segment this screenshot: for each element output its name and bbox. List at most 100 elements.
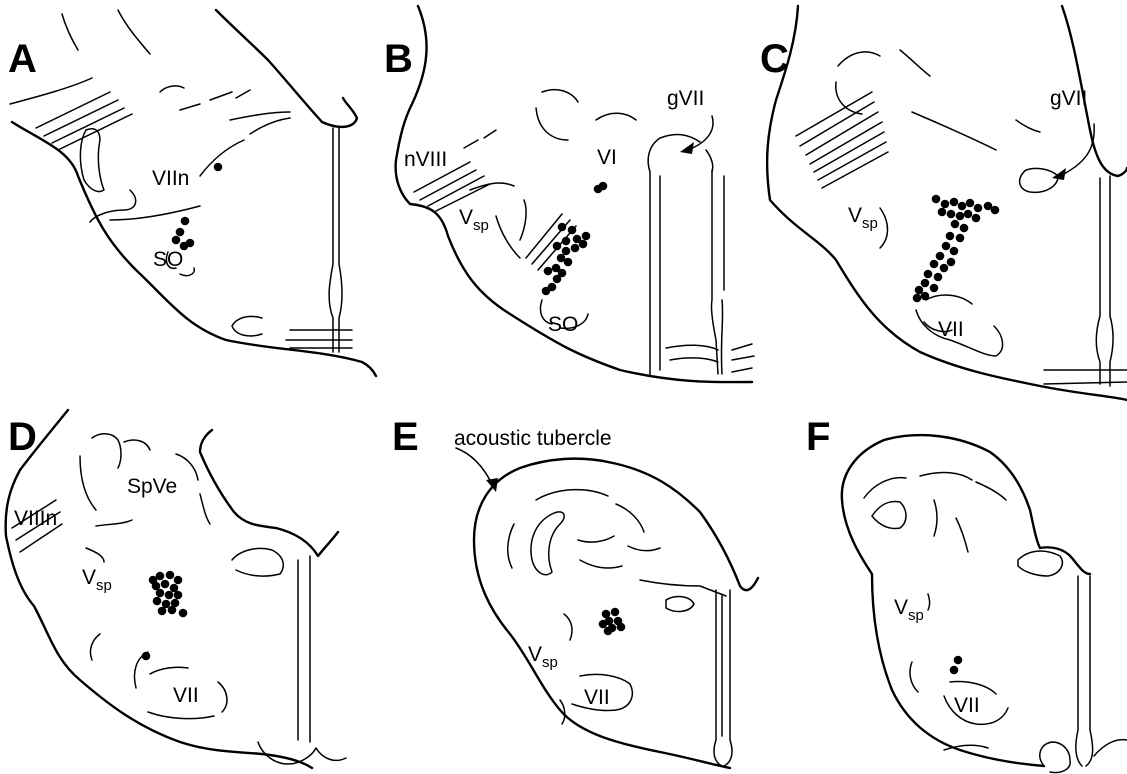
label-vsp-b: Vsp	[459, 206, 489, 234]
label-so-a: SO	[153, 248, 183, 271]
label-vsp-d: Vsp	[82, 566, 112, 594]
labeled-neuron-dot	[181, 217, 190, 226]
labeled-neuron-dot	[568, 226, 577, 235]
labeled-neuron-dot	[562, 247, 571, 256]
labeled-neuron-dot	[950, 198, 959, 207]
labeled-neuron-dot	[156, 572, 165, 581]
panel-f-dots	[950, 656, 963, 675]
labeled-neuron-dot	[172, 236, 181, 245]
panel-e-letter: E	[392, 415, 419, 459]
labeled-neuron-dot	[941, 200, 950, 209]
label-vsp-c: Vsp	[848, 204, 878, 232]
acoustic-arrow-head	[486, 478, 498, 492]
panel-a: A VIIn SO	[8, 10, 376, 376]
labeled-neuron-dot	[991, 206, 1000, 215]
labeled-neuron-dot	[946, 232, 955, 241]
labeled-neuron-dot	[176, 228, 185, 237]
panel-c: C gVII Vsp VII	[760, 6, 1127, 400]
labeled-neuron-dot	[966, 199, 975, 208]
labeled-neuron-dot	[564, 258, 573, 267]
labeled-neuron-dot	[934, 273, 943, 282]
labeled-neuron-dot	[936, 252, 945, 261]
labeled-neuron-dot	[168, 606, 177, 615]
labeled-neuron-dot	[932, 195, 941, 204]
labeled-neuron-dot	[562, 237, 571, 246]
panel-b-letter: B	[384, 37, 413, 81]
labeled-neuron-dot	[951, 220, 960, 229]
label-vii-e: VII	[584, 686, 610, 709]
gvii-arrow-head-c	[1052, 168, 1066, 180]
labeled-neuron-dot	[553, 242, 562, 251]
label-viiin: VIIIn	[14, 507, 57, 530]
panel-e-dots	[599, 608, 626, 636]
labeled-neuron-dot	[974, 204, 983, 213]
labeled-neuron-dot	[579, 240, 588, 249]
label-gvii-c: gVII	[1050, 87, 1087, 110]
labeled-neuron-dot	[956, 212, 965, 221]
label-so-b: SO	[548, 313, 578, 336]
gvii-arrow-head-b	[680, 142, 694, 154]
labeled-neuron-dot	[161, 580, 170, 589]
panel-e: E acoustic tubercle Vsp VII	[392, 415, 758, 768]
labeled-neuron-dot	[956, 234, 965, 243]
panel-d: D VIIIn SpVe Vsp VII	[6, 410, 346, 768]
labeled-neuron-dot	[954, 656, 963, 665]
panel-a-outline	[10, 10, 376, 376]
labeled-neuron-dot	[942, 242, 951, 251]
labeled-neuron-dot	[960, 224, 969, 233]
labeled-neuron-dot	[153, 597, 162, 606]
labeled-neuron-dot	[553, 275, 562, 284]
labeled-neuron-dot	[950, 666, 959, 675]
labeled-neuron-dot	[544, 267, 553, 276]
labeled-neuron-dot	[180, 242, 189, 251]
labeled-neuron-dot	[940, 264, 949, 273]
panel-c-dots	[913, 195, 1000, 303]
label-gvii-b: gVII	[667, 87, 704, 110]
labeled-neuron-dot	[174, 591, 183, 600]
labeled-neuron-dot	[972, 214, 981, 223]
labeled-neuron-dot	[617, 623, 626, 632]
labeled-neuron-dot	[548, 283, 557, 292]
labeled-neuron-dot	[930, 284, 939, 293]
acoustic-arrow	[456, 448, 492, 484]
label-spve: SpVe	[127, 475, 177, 498]
panel-a-letter: A	[8, 37, 37, 81]
labeled-neuron-dot	[947, 258, 956, 267]
labeled-neuron-dot	[558, 223, 567, 232]
labeled-neuron-dot	[179, 609, 188, 618]
labeled-neuron-dot	[958, 202, 967, 211]
label-vii-f: VII	[954, 694, 980, 717]
labeled-neuron-dot	[604, 627, 613, 636]
labeled-neuron-dot	[214, 163, 223, 172]
labeled-neuron-dot	[156, 589, 165, 598]
labeled-neuron-dot	[964, 210, 973, 219]
labeled-neuron-dot	[142, 652, 151, 661]
label-acoustic-tubercle: acoustic tubercle	[454, 427, 612, 450]
labeled-neuron-dot	[158, 607, 167, 616]
labeled-neuron-dot	[950, 247, 959, 256]
labeled-neuron-dot	[924, 270, 933, 279]
gvii-arrow-c	[1060, 124, 1094, 176]
labeled-neuron-dot	[938, 208, 947, 217]
labeled-neuron-dot	[611, 608, 620, 617]
labeled-neuron-dot	[599, 620, 608, 629]
labeled-neuron-dot	[174, 576, 183, 585]
labeled-neuron-dot	[571, 244, 580, 253]
panel-f: F Vsp VII	[806, 415, 1127, 773]
label-nviii: nVIII	[404, 148, 447, 171]
labeled-neuron-dot	[930, 260, 939, 269]
labeled-neuron-dot	[913, 294, 922, 303]
panel-b: B nVIII VI gVII Vsp SO	[384, 6, 754, 382]
panel-b-dots	[542, 182, 608, 296]
labeled-neuron-dot	[947, 210, 956, 219]
labeled-neuron-dot	[582, 232, 591, 241]
labeled-neuron-dot	[599, 182, 608, 191]
panel-d-dots	[142, 571, 188, 661]
panel-f-letter: F	[806, 415, 830, 459]
labeled-neuron-dot	[165, 591, 174, 600]
panel-f-outline	[842, 435, 1127, 772]
labeled-neuron-dot	[166, 571, 175, 580]
labeled-neuron-dot	[921, 292, 930, 301]
label-vi: VI	[597, 146, 617, 169]
